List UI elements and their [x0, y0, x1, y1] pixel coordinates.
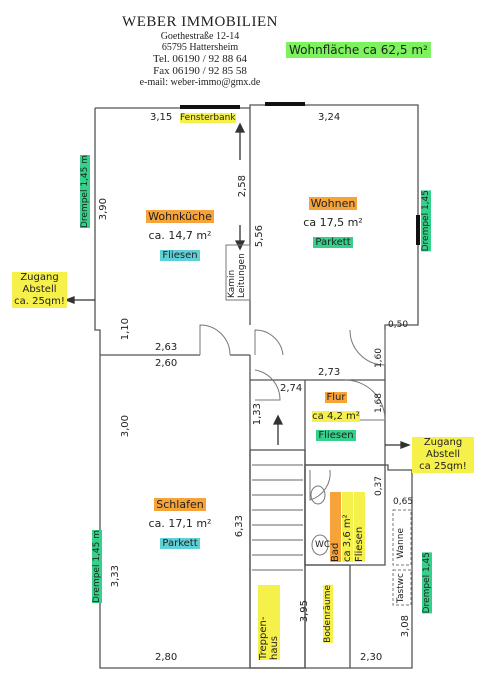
kamin-box: [225, 244, 251, 301]
note-drempel-wohnen: Drempel 1,45: [421, 190, 431, 252]
door-bad: [309, 469, 331, 501]
zugang-left-l1: Zugang: [20, 272, 59, 283]
zugang-right-l3: ca 25qm!: [419, 461, 467, 472]
outer-wall: [94, 104, 419, 669]
dim-stair-low: 3,95: [299, 600, 310, 623]
dim-stair-h: 6,33: [234, 515, 245, 538]
note-drempel-wk: Drempel 1,45 m: [80, 155, 90, 229]
dim-flur-top: 2,73: [318, 367, 341, 378]
dim-5-56: 5,56: [254, 225, 265, 248]
company-fax: Fax 06190 / 92 85 58: [153, 65, 247, 77]
wc-bowl: [311, 534, 329, 556]
note-wanne: Wanne: [396, 528, 406, 559]
dim-top-left: 3,15: [150, 112, 173, 123]
zugang-right-l2: Abstell: [425, 449, 461, 460]
room-floor-flur: Fliesen: [316, 430, 356, 441]
room-schlafen: Schlafen ca. 17,1 m² Parkett: [135, 493, 225, 550]
door-schlafen: [254, 369, 281, 401]
sink: [392, 569, 412, 606]
company-header: WEBER IMMOBILIEN Goethestraße 12-14 6579…: [100, 14, 300, 88]
note-bodenraume: Bodenräume: [323, 585, 333, 643]
dim-flur-left: 1,33: [252, 403, 263, 426]
company-street: Goethestraße 12-14: [160, 31, 240, 42]
company-city: 65795 Hattersheim: [161, 42, 239, 53]
dim-schlafen-top: 2,60: [155, 358, 178, 369]
room-area-bad: ca 3,6 m²: [342, 492, 353, 562]
dim-wohnen-small: 0,50: [388, 320, 409, 330]
dim-schlafen-left: 3,00: [120, 415, 131, 438]
door-wohnen-right: [349, 329, 386, 366]
dim-wk-bottom: 2,63: [155, 342, 178, 353]
dim-bad-w2: 0,65: [393, 497, 414, 507]
dim-bad-w: 0,37: [374, 476, 384, 497]
dim-wohnen-bottom-right: 1,60: [374, 348, 384, 369]
dim-wk-small: 1,10: [120, 318, 131, 341]
room-name-schlafen: Schlafen: [154, 498, 206, 511]
note-kamin: Kamin Leitungen: [227, 248, 247, 298]
room-area-schlafen: ca. 17,1 m²: [148, 517, 212, 530]
room-bad: Bad ca 3,6 m² Fliesen: [330, 492, 365, 562]
company-tel: Tel. 06190 / 92 88 64: [153, 53, 247, 65]
dim-flur-right: 1,68: [374, 393, 384, 414]
zugang-right-l1: Zugang: [423, 437, 463, 448]
room-floor-wohnkueche: Fliesen: [160, 250, 200, 261]
kamin-l1: Kamin: [227, 269, 237, 298]
note-fensterbank: Fensterbank: [180, 113, 236, 123]
room-wohnen: Wohnen ca 17,5 m² Parkett: [288, 192, 378, 249]
room-flur: Flur ca 4,2 m² Fliesen: [306, 385, 366, 442]
note-zugang-left: Zugang Abstell ca. 25qm!: [12, 272, 67, 308]
room-floor-wohnen: Parkett: [313, 237, 353, 248]
room-area-wohnen: ca 17,5 m²: [303, 216, 363, 229]
dim-2-58: 2,58: [237, 175, 248, 198]
treppenhaus-l2: haus: [269, 635, 280, 660]
dim-flur-top2: 2,74: [280, 383, 303, 394]
room-floor-bad: Fliesen: [354, 492, 365, 562]
company-email: e-mail: weber-immo@gmx.de: [139, 77, 261, 88]
note-wc: WC: [315, 540, 331, 550]
stair-steps: [252, 464, 303, 571]
room-name-flur: Flur: [324, 392, 348, 403]
dim-bath-bottom: 2,30: [360, 652, 383, 663]
note-tastwc: Tastwc: [396, 573, 406, 604]
note-drempel-right-low: Drempel 1,45: [422, 552, 432, 614]
room-name-wohnkueche: Wohnküche: [146, 210, 214, 223]
room-wohnkueche: Wohnküche ca. 14,7 m² Fliesen: [135, 205, 225, 262]
note-drempel-schlafen: Drempel 1,45 m: [92, 530, 102, 604]
room-area-flur: ca 4,2 m²: [312, 411, 360, 422]
door-wk: [199, 324, 231, 356]
door-flur-right: [340, 379, 386, 421]
door-flur-wohnen: [254, 329, 284, 356]
note-treppenhaus: Treppen- haus: [258, 585, 280, 660]
total-area-label: Wohnfläche ca 62,5 m²: [286, 42, 431, 58]
dim-schlafen-left-low: 3,33: [110, 565, 121, 588]
kamin-l2: Leitungen: [237, 253, 247, 298]
company-name: WEBER IMMOBILIEN: [122, 14, 278, 30]
zugang-left-l3: ca. 25qm!: [14, 296, 65, 307]
room-area-wohnkueche: ca. 14,7 m²: [148, 229, 212, 242]
bathtub: [392, 509, 412, 566]
room-name-wohnen: Wohnen: [308, 197, 358, 210]
room-name-bad: Bad: [330, 492, 341, 562]
room-floor-schlafen: Parkett: [160, 538, 200, 549]
zugang-left-l2: Abstell: [22, 284, 57, 295]
dim-bath-right-low: 3,08: [400, 615, 411, 638]
dim-schlafen-bottom: 2,80: [155, 652, 178, 663]
treppenhaus-l1: Treppen-: [258, 616, 269, 660]
dim-top-right: 3,24: [318, 112, 341, 123]
toilet: [310, 485, 326, 505]
dim-wk-height: 3,90: [98, 198, 109, 221]
note-zugang-right: Zugang Abstell ca 25qm!: [412, 437, 474, 473]
